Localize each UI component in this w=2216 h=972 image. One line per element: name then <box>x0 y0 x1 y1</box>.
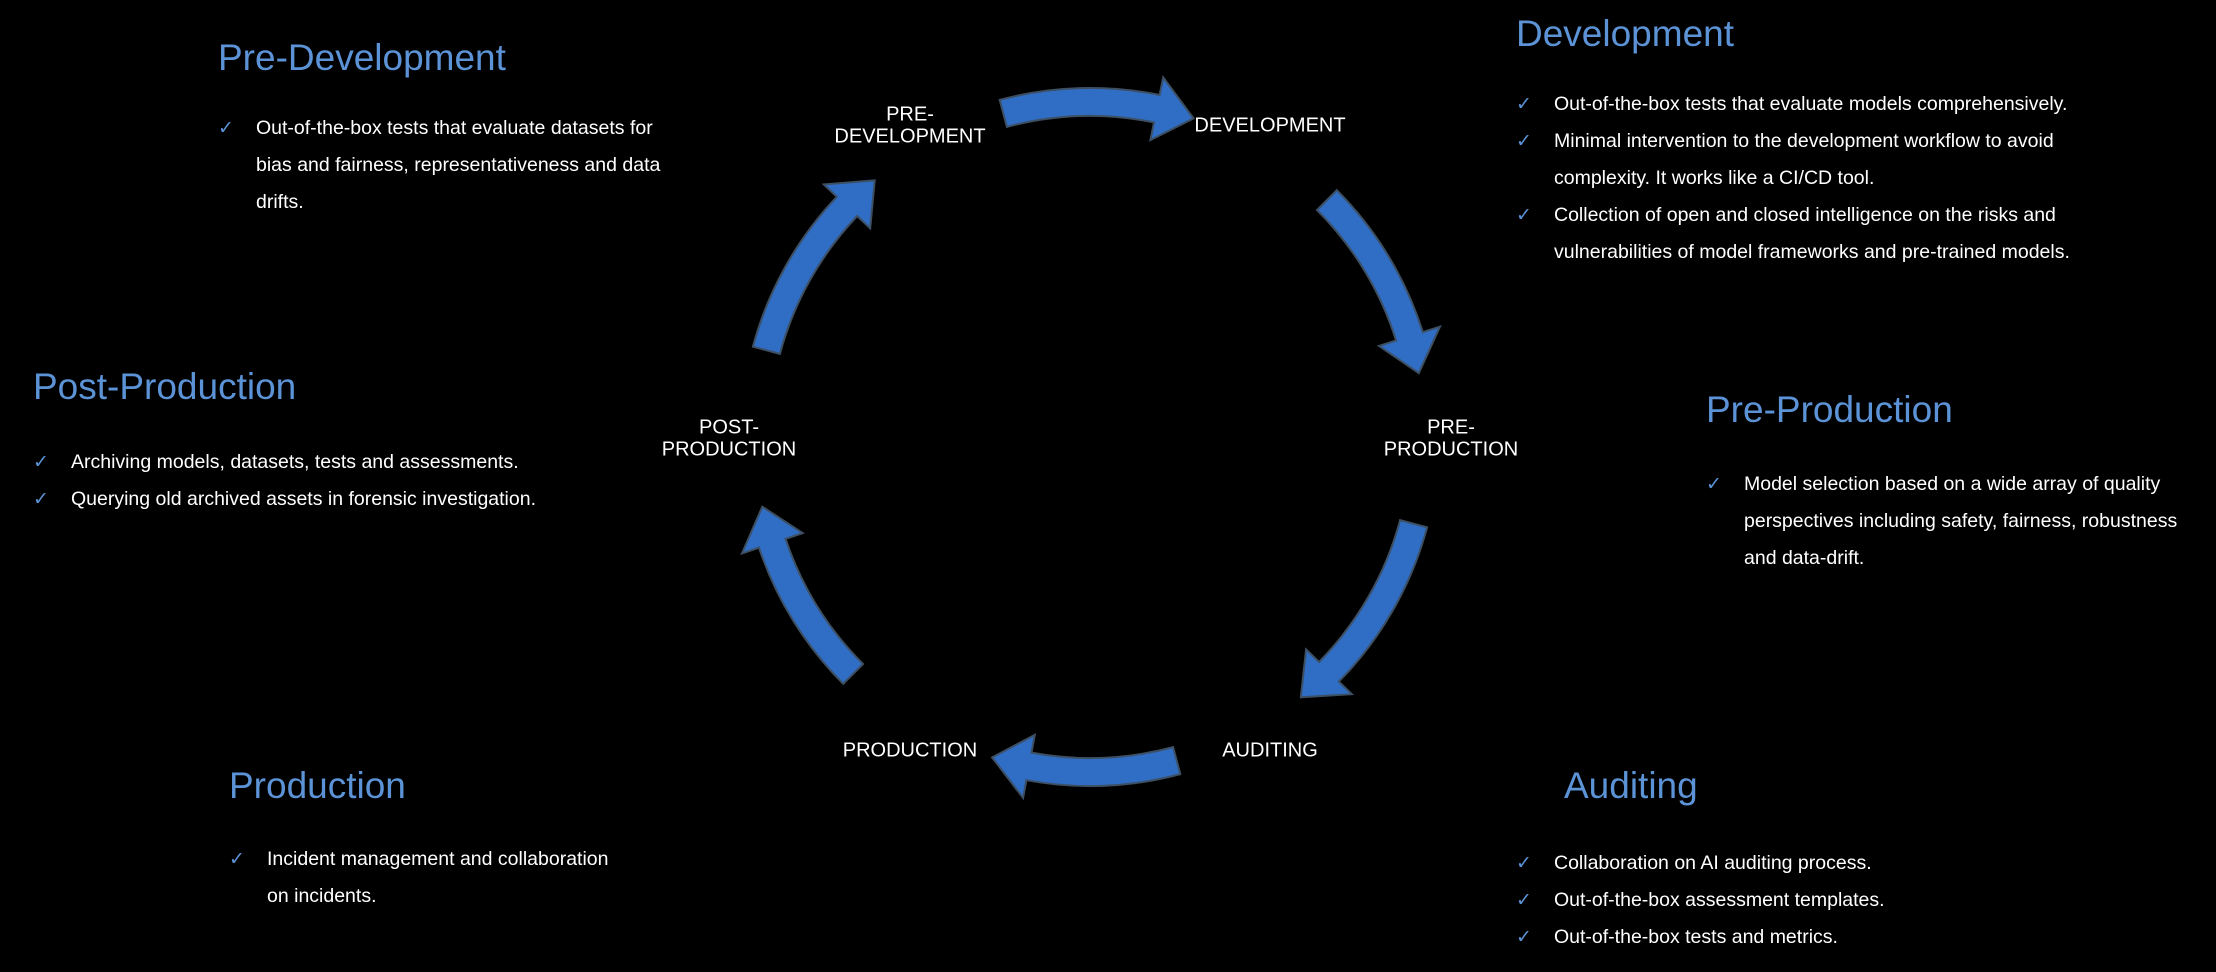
checkmark-icon: ✓ <box>33 451 49 473</box>
bullet-list-post-production: ✓ Archiving models, datasets, tests and … <box>33 444 593 518</box>
cycle-arrow <box>1315 188 1442 375</box>
checkmark-icon: ✓ <box>229 848 245 870</box>
bullet-line: complexity. It works like a CI/CD tool. <box>1554 166 1875 189</box>
section-development: Development ✓ Out-of-the-box tests that … <box>1516 13 2116 271</box>
cycle-stage-label: DEVELOPMENT <box>834 125 985 147</box>
bullet-line: Out-of-the-box tests that evaluate datas… <box>256 116 653 139</box>
bullet-item: ✓ Minimal intervention to the developmen… <box>1516 123 2116 197</box>
cycle-stage-label: PRE- <box>886 103 934 125</box>
bullet-list-auditing: ✓ Collaboration on AI auditing process. … <box>1516 845 2016 956</box>
section-title-post-production: Post-Production <box>33 366 297 407</box>
cycle-stage-label: DEVELOPMENT <box>1194 114 1345 136</box>
bullet-line: Out-of-the-box assessment templates. <box>1554 888 1885 911</box>
section-title-auditing: Auditing <box>1564 765 1698 806</box>
bullet-item: ✓ Archiving models, datasets, tests and … <box>33 444 593 481</box>
bullet-line: Out-of-the-box tests that evaluate model… <box>1554 92 2068 115</box>
bullet-line: and data-drift. <box>1744 546 1865 569</box>
bullet-line: Model selection based on a wide array of… <box>1744 472 2161 495</box>
section-title-development: Development <box>1516 13 1735 54</box>
checkmark-icon: ✓ <box>218 117 234 139</box>
section-post-production: Post-Production ✓ Archiving models, data… <box>33 366 593 518</box>
section-pre-production: Pre-Production ✓ Model selection based o… <box>1706 389 2206 577</box>
cycle-stage-label: AUDITING <box>1222 739 1318 761</box>
cycle-stage-label: PRODUCTION <box>1384 438 1518 460</box>
bullet-line: bias and fairness, representativeness an… <box>256 153 661 176</box>
section-pre-development: Pre-Development ✓ Out-of-the-box tests t… <box>218 37 698 221</box>
section-title-production: Production <box>229 765 406 806</box>
bullet-item: ✓ Model selection based on a wide array … <box>1706 466 2206 577</box>
bullet-line: drifts. <box>256 190 304 213</box>
bullet-item: ✓ Incident management and collaboration … <box>229 841 649 915</box>
cycle-arrow <box>998 75 1196 142</box>
section-title-pre-production: Pre-Production <box>1706 389 1953 430</box>
bullet-line: Minimal intervention to the development … <box>1554 129 2054 152</box>
bullet-line: Incident management and collaboration <box>267 847 609 870</box>
section-production: Production ✓ Incident management and col… <box>229 765 649 915</box>
cycle-stage-label: POST- <box>699 416 759 438</box>
bullet-item: ✓ Querying old archived assets in forens… <box>33 481 593 518</box>
checkmark-icon: ✓ <box>1706 473 1722 495</box>
bullet-line: vulnerabilities of model frameworks and … <box>1554 240 2070 263</box>
cycle-stage-label: PRE- <box>1427 416 1475 438</box>
section-auditing: Auditing ✓ Collaboration on AI auditing … <box>1516 765 2016 956</box>
bullet-item: ✓ Collection of open and closed intellig… <box>1516 197 2116 271</box>
checkmark-icon: ✓ <box>33 488 49 510</box>
cycle-arrow <box>751 179 876 356</box>
bullet-list-pre-production: ✓ Model selection based on a wide array … <box>1706 466 2206 577</box>
cycle-arrow <box>990 733 1182 801</box>
cycle-arrow <box>1299 518 1429 699</box>
bullet-item: ✓ Collaboration on AI auditing process. <box>1516 845 2016 882</box>
bullet-list-production: ✓ Incident management and collaboration … <box>229 841 649 915</box>
checkmark-icon: ✓ <box>1516 93 1532 115</box>
checkmark-icon: ✓ <box>1516 852 1532 874</box>
section-title-pre-development: Pre-Development <box>218 37 506 78</box>
bullet-line: on incidents. <box>267 884 377 907</box>
bullet-item: ✓ Out-of-the-box tests and metrics. <box>1516 919 2016 956</box>
bullet-line: Archiving models, datasets, tests and as… <box>71 450 519 473</box>
checkmark-icon: ✓ <box>1516 204 1532 226</box>
checkmark-icon: ✓ <box>1516 926 1532 948</box>
cycle-stage-label: PRODUCTION <box>662 438 796 460</box>
bullet-item: ✓ Out-of-the-box tests that evaluate mod… <box>1516 86 2116 123</box>
bullet-line: Collaboration on AI auditing process. <box>1554 851 1872 874</box>
bullet-list-pre-development: ✓ Out-of-the-box tests that evaluate dat… <box>218 110 698 221</box>
cycle-arrows <box>740 75 1442 801</box>
bullet-list-development: ✓ Out-of-the-box tests that evaluate mod… <box>1516 86 2116 271</box>
cycle-stage-label: PRODUCTION <box>843 739 977 761</box>
checkmark-icon: ✓ <box>1516 130 1532 152</box>
bullet-item: ✓ Out-of-the-box assessment templates. <box>1516 882 2016 919</box>
bullet-line: Collection of open and closed intelligen… <box>1554 203 2056 226</box>
cycle-arrow <box>740 505 865 686</box>
bullet-line: Out-of-the-box tests and metrics. <box>1554 925 1838 948</box>
bullet-line: Querying old archived assets in forensic… <box>71 487 536 510</box>
checkmark-icon: ✓ <box>1516 889 1532 911</box>
bullet-item: ✓ Out-of-the-box tests that evaluate dat… <box>218 110 698 221</box>
bullet-line: perspectives including safety, fairness,… <box>1744 509 2178 532</box>
